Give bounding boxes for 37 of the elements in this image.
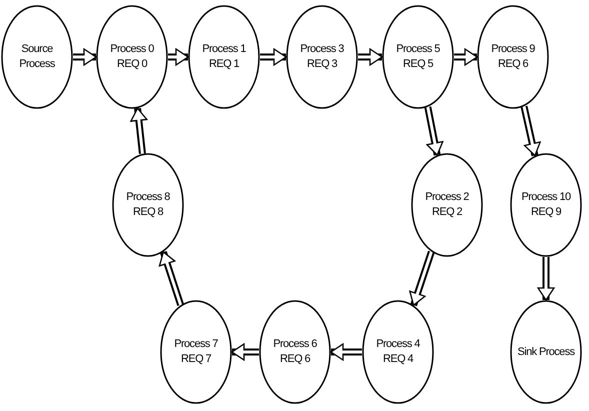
request-label: REQ 9 (530, 205, 561, 220)
process-ellipse (382, 5, 454, 109)
process-ellipse (112, 153, 184, 257)
node-label: Process 9 (491, 42, 535, 57)
node-label: Process 6 (273, 337, 317, 352)
node-label: Sink Process (518, 344, 574, 360)
node-label: Process 7 (174, 337, 218, 352)
request-label: REQ 1 (208, 57, 239, 72)
process-ellipse (1, 5, 73, 109)
request-label: REQ 8 (132, 205, 163, 220)
process-ellipse (510, 300, 582, 404)
node-label: Process 5 (396, 42, 440, 57)
process-ellipse (411, 153, 483, 257)
process-ellipse (160, 300, 232, 404)
node-label: Source Process (18, 42, 56, 72)
node-label: Process 3 (300, 42, 344, 57)
request-label: REQ 3 (306, 57, 337, 72)
request-label: REQ 5 (402, 57, 433, 72)
process-ellipse (188, 5, 260, 109)
process-ellipse (259, 300, 331, 404)
process-ellipse (96, 5, 168, 109)
node-label: Process 1 (202, 42, 246, 57)
node-label: Process 8 (126, 190, 170, 205)
process-ellipse (477, 5, 549, 109)
node-label: Process 10 (521, 190, 571, 205)
node-label: Process 2 (425, 190, 469, 205)
request-label: REQ 2 (432, 205, 462, 220)
request-label: REQ 0 (116, 57, 147, 72)
node-label: Process 4 (376, 337, 420, 352)
process-ellipse (510, 153, 582, 257)
request-label: REQ 6 (498, 57, 528, 72)
node-label: Process 0 (110, 42, 154, 57)
request-label: REQ 4 (382, 352, 413, 367)
request-label: REQ 6 (280, 352, 310, 367)
process-ellipse (362, 300, 434, 404)
process-ellipse (286, 5, 358, 109)
request-label: REQ 7 (180, 352, 211, 367)
